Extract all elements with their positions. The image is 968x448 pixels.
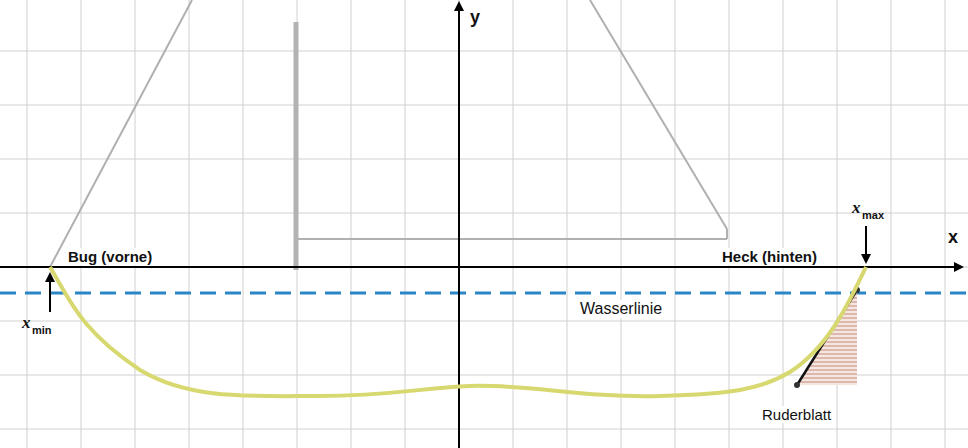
grid-line	[351, 0, 352, 448]
grid-line	[243, 0, 244, 448]
variable-subscript: max	[862, 210, 884, 221]
grid-line	[0, 429, 968, 430]
xmin-arrow	[49, 274, 51, 312]
grid-line	[297, 0, 298, 448]
variable-subscript: min	[32, 325, 52, 336]
grid-line	[567, 0, 568, 448]
part-label: Heck (hinten)	[720, 248, 819, 265]
grid-line	[621, 0, 622, 448]
grid-line	[189, 0, 190, 448]
variable-label: x	[22, 314, 31, 331]
grid-line	[0, 321, 968, 322]
grid-line	[891, 0, 892, 448]
grid-line	[0, 267, 968, 268]
grid-line	[459, 0, 460, 448]
part-label: Ruderblatt	[760, 406, 833, 423]
grid-line	[729, 0, 730, 448]
axis-label: x	[948, 228, 958, 246]
y-axis	[458, 3, 460, 448]
part-label: Bug (vorne)	[66, 248, 154, 265]
water-line-label: Wasserlinie	[578, 300, 664, 318]
rudder-dot	[794, 382, 800, 388]
xmax-arrow	[865, 226, 867, 262]
hull	[50, 267, 866, 396]
water-line	[0, 292, 968, 295]
mast	[294, 22, 299, 270]
sail-line	[50, 0, 192, 267]
grid-line	[405, 0, 406, 448]
grid-line	[135, 0, 136, 448]
grid-line	[945, 0, 946, 448]
grid-line	[783, 0, 784, 448]
grid-line	[27, 0, 28, 448]
grid-line	[0, 51, 968, 52]
axis-label: y	[470, 8, 480, 26]
boom	[726, 229, 728, 239]
sail-line	[590, 0, 727, 229]
grid-line	[0, 213, 968, 214]
variable-label: x	[852, 199, 861, 216]
grid-line	[81, 0, 82, 448]
grid-line	[513, 0, 514, 448]
grid-line	[675, 0, 676, 448]
x-axis	[0, 266, 962, 268]
grid-line	[0, 159, 968, 160]
grid-line	[0, 105, 968, 106]
boom	[298, 238, 727, 240]
